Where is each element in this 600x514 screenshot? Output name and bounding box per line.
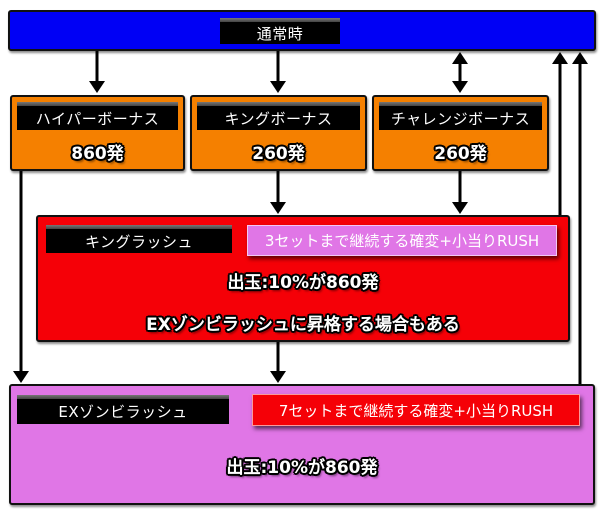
king-bonus-payout: 260発 xyxy=(252,144,305,164)
hyper-bonus-payout: 860発 xyxy=(71,144,124,164)
ex-rush-title-text: EXゾンビラッシュ xyxy=(58,403,188,421)
king-bonus-title: キングボーナス xyxy=(197,102,360,130)
hyper-bonus-box: ハイパーボーナス 860発 xyxy=(10,95,185,171)
arrow-king-rush-to-ex-rush xyxy=(270,341,286,383)
ex-rush-badge-text: 7セットまで継続する確変+小当りRUSH xyxy=(278,401,554,420)
challenge-bonus-box: チャレンジボーナス 260発 xyxy=(372,95,549,171)
ex-rush-payout: 出玉:10%が860発 xyxy=(226,458,378,478)
arrow-king-bonus-to-king-rush xyxy=(270,171,286,214)
king-rush-badge-text: 3セットまで継続する確変+小当りRUSH xyxy=(264,232,540,250)
ex-rush-badge: 7セットまで継続する確変+小当りRUSH xyxy=(252,394,580,426)
king-rush-box: キングラッシュ 3セットまで継続する確変+小当りRUSH 出玉:10%が860発… xyxy=(36,215,570,342)
arrow-normal-to-hyper-bonus xyxy=(89,50,105,93)
arrow-challenge-bonus-to-king-rush xyxy=(452,171,468,214)
king-rush-badge: 3セットまで継続する確変+小当りRUSH xyxy=(247,225,557,256)
challenge-bonus-title: チャレンジボーナス xyxy=(379,102,542,130)
king-bonus-box: キングボーナス 260発 xyxy=(190,95,367,171)
arrow-hyper-bonus-to-ex-rush xyxy=(13,171,29,383)
arrow-ex-rush-to-normal xyxy=(572,52,588,384)
king-rush-payout: 出玉:10%が860発 xyxy=(227,273,379,293)
normal-state-title: 通常時 xyxy=(220,18,340,44)
arrow-king-rush-to-normal xyxy=(552,52,568,215)
normal-state-box: 通常時 xyxy=(8,10,596,51)
arrow-normal-to-king-bonus xyxy=(270,50,286,93)
ex-rush-box: EXゾンビラッシュ 7セットまで継続する確変+小当りRUSH 出玉:10%が86… xyxy=(9,384,595,505)
ex-rush-title: EXゾンビラッシュ xyxy=(17,395,229,424)
arrow-normal-challenge-bidirectional xyxy=(452,52,468,93)
normal-state-title-text: 通常時 xyxy=(256,24,304,43)
hyper-bonus-title-text: ハイパーボーナス xyxy=(35,109,160,128)
king-rush-upgrade-note: EXゾンビラッシュに昇格する場合もある xyxy=(146,315,460,335)
king-rush-title-text: キングラッシュ xyxy=(84,232,194,251)
challenge-bonus-title-text: チャレンジボーナス xyxy=(390,109,531,128)
king-rush-title: キングラッシュ xyxy=(46,225,232,253)
king-bonus-title-text: キングボーナス xyxy=(224,109,333,128)
challenge-bonus-payout: 260発 xyxy=(434,144,487,164)
hyper-bonus-title: ハイパーボーナス xyxy=(17,102,178,130)
